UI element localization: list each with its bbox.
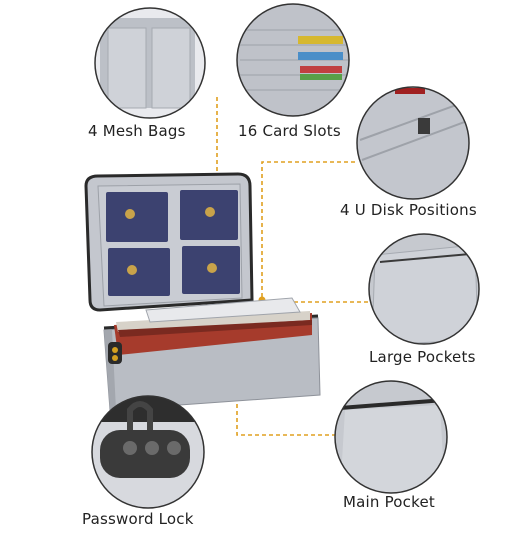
callout-main-pocket — [335, 381, 447, 493]
callout-large-pockets — [369, 234, 479, 344]
label-large-pockets: Large Pockets — [369, 348, 476, 366]
label-mesh-bags: 4 Mesh Bags — [88, 122, 186, 140]
leader-u-disk — [261, 161, 355, 300]
callout-u-disk — [357, 87, 469, 199]
label-u-disk: 4 U Disk Positions — [340, 201, 477, 219]
label-card-slots: 16 Card Slots — [238, 122, 341, 140]
label-password-lock: Password Lock — [82, 510, 194, 528]
callout-mesh-bags — [95, 8, 205, 118]
callout-password-lock — [92, 396, 204, 508]
label-main-pocket: Main Pocket — [343, 493, 435, 511]
bag — [84, 172, 321, 411]
callout-card-slots — [237, 4, 349, 116]
